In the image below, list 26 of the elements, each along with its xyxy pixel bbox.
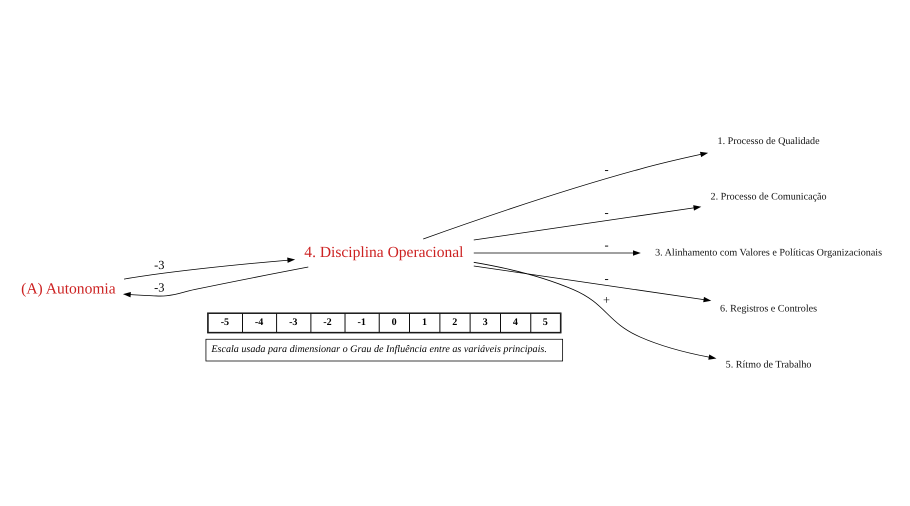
edge-label: - (604, 205, 609, 220)
edge-label: - (604, 162, 609, 177)
label: 3 (482, 316, 488, 328)
edge-label: + (603, 293, 610, 308)
node-text: 3. Alinhamento com Valores e Políticas Organizacionais (655, 248, 882, 259)
node-text: (A) Autonomia (21, 280, 116, 298)
node-text: 1. Processo de Qualidade (718, 136, 820, 147)
label: 5 (542, 316, 548, 328)
node-text: 4. Disciplina Operacional (304, 244, 464, 261)
label: 2 (452, 316, 458, 328)
node-text: 5. Rítmo de Trabalho (726, 360, 812, 371)
edge-label: -3 (154, 280, 164, 295)
label: 4 (512, 316, 518, 328)
label: -2 (323, 316, 332, 328)
label: 1 (422, 316, 428, 328)
label: 0 (392, 316, 397, 328)
edge-label: -3 (154, 258, 164, 272)
label: -4 (254, 316, 264, 328)
label: Escala usada para dimensionar o Grau de Influência entre as variáveis principais. (211, 344, 547, 356)
node-text: 6. Registros e Controles (720, 304, 818, 315)
label: -5 (220, 316, 230, 328)
label: -1 (357, 316, 366, 328)
edge-label: - (604, 271, 609, 286)
label: -3 (289, 316, 298, 328)
edge-label: - (604, 238, 609, 252)
node-text: 2. Processo de Comunicação (710, 192, 827, 203)
